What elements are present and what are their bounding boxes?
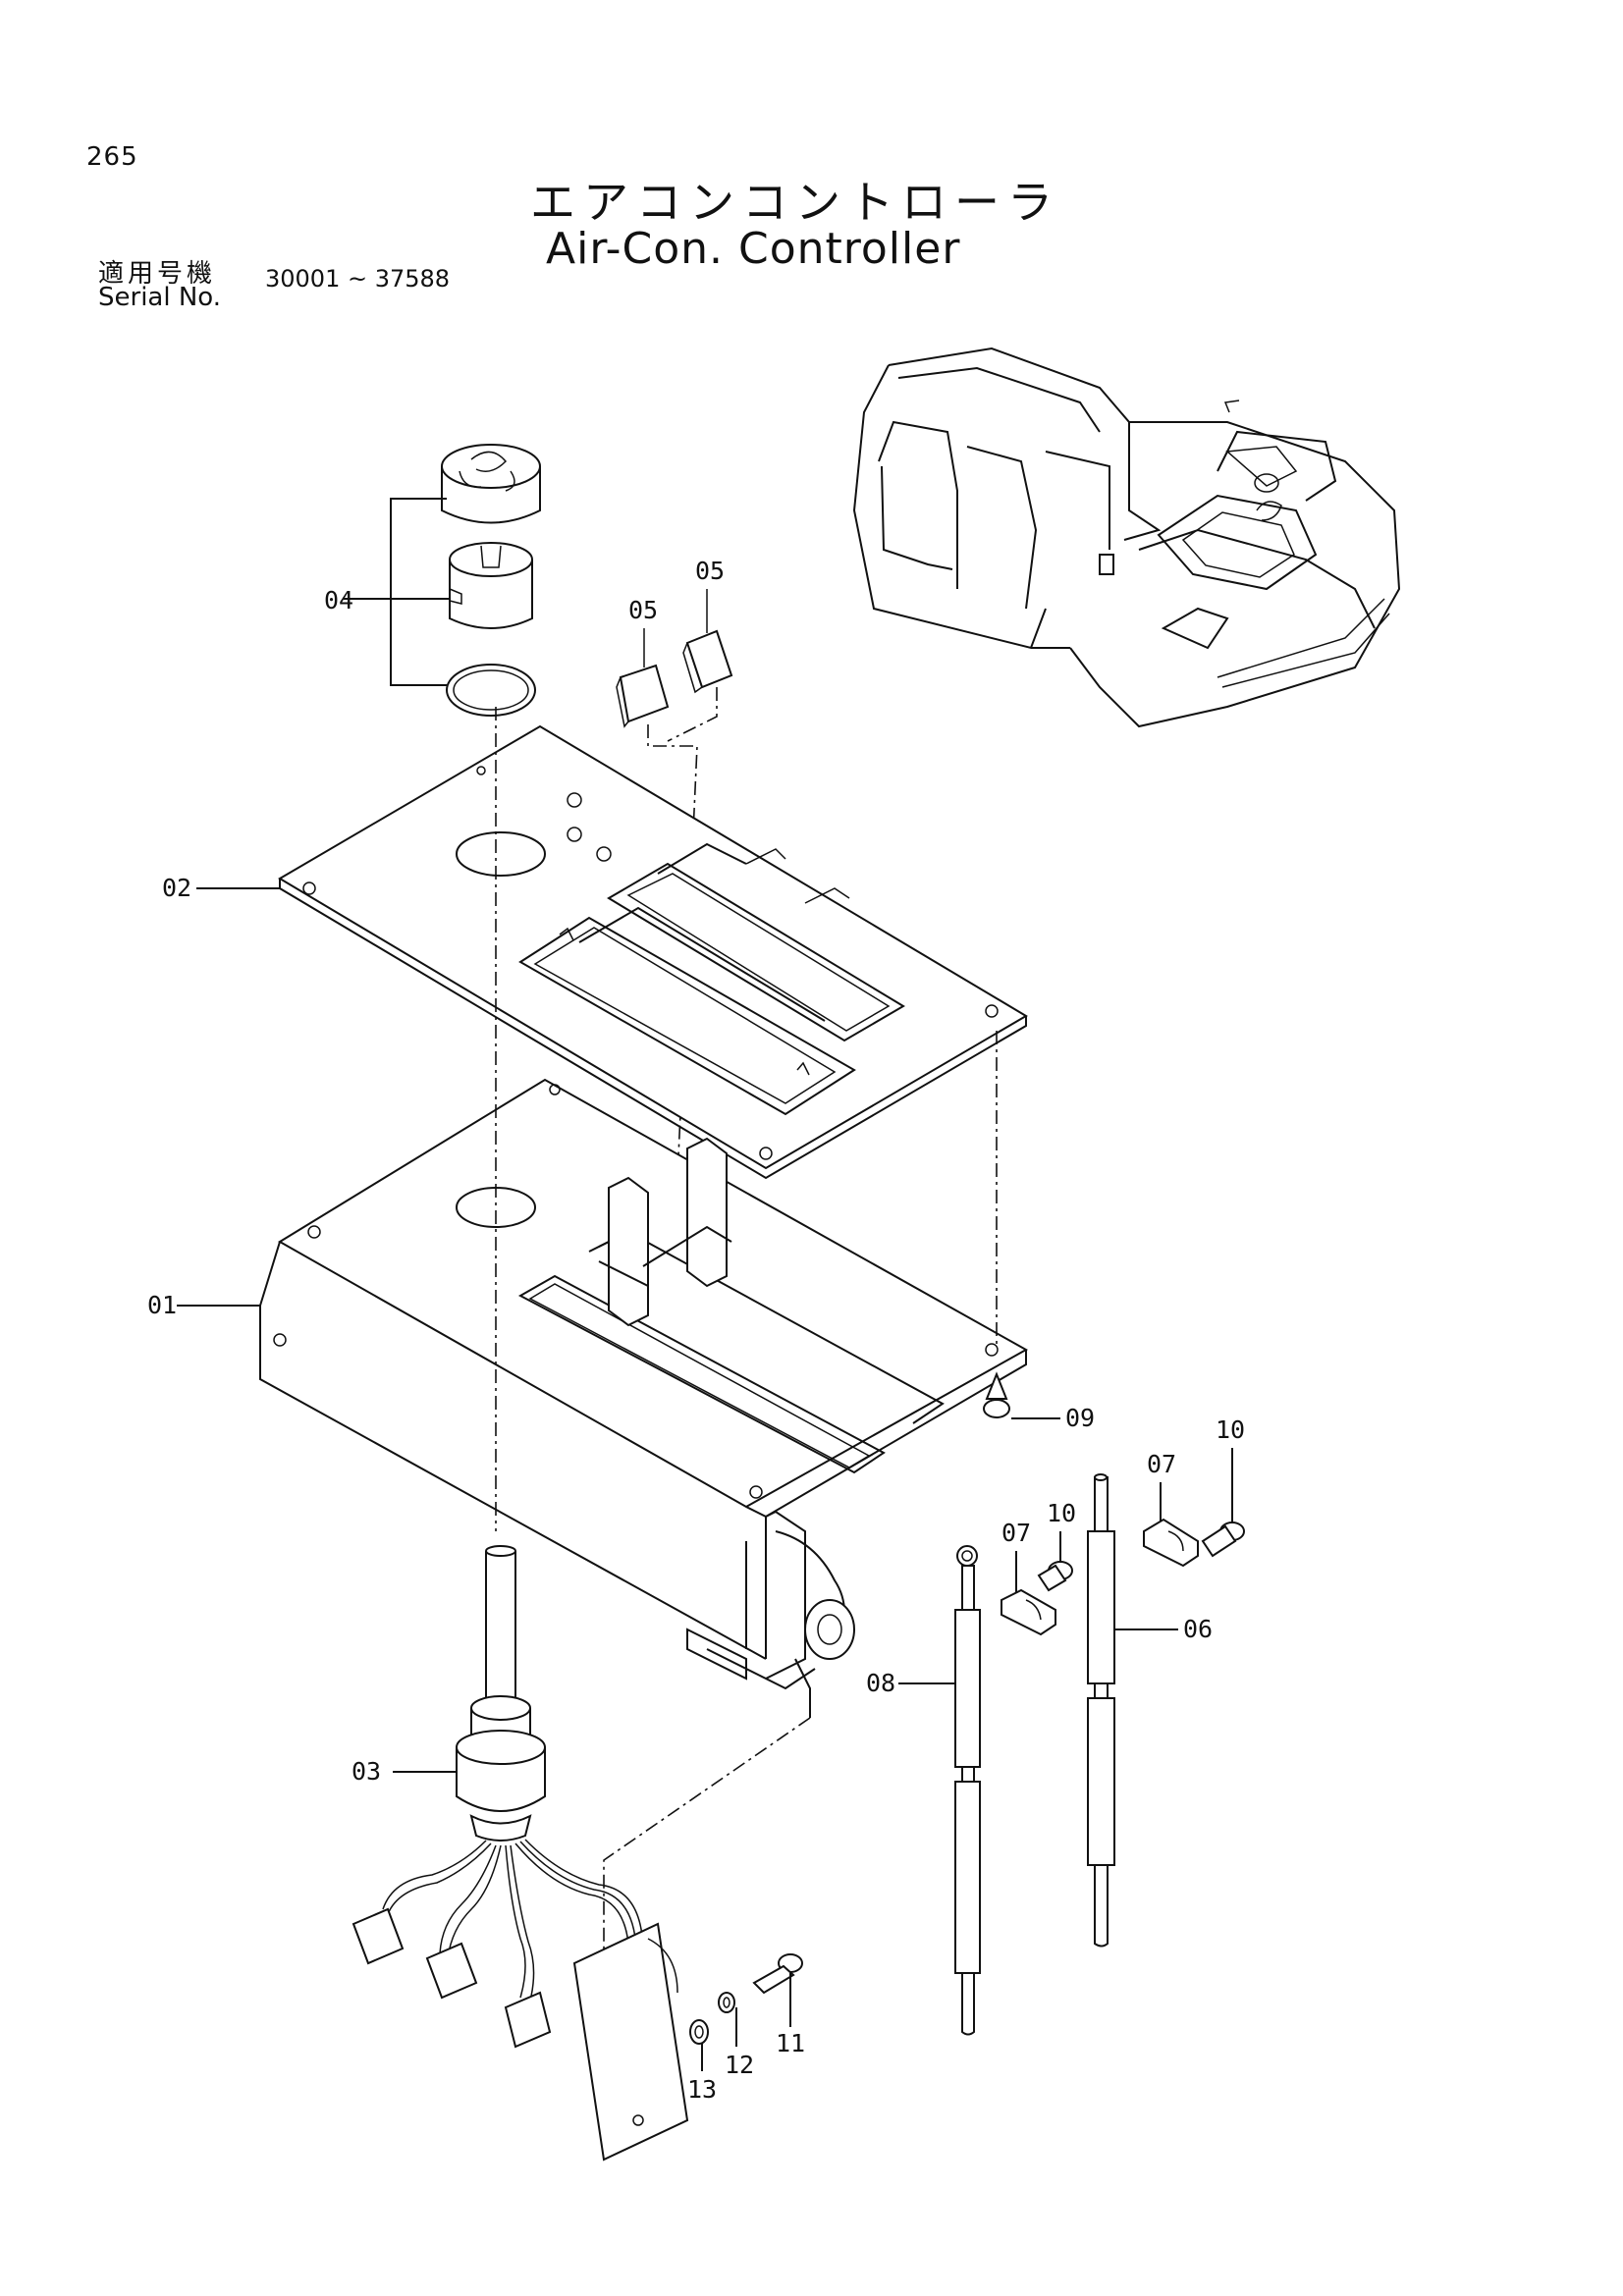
callout-04: 04 [324,586,353,614]
part-02-panel-plate [196,724,1028,1180]
callout-03: 03 [352,1757,381,1786]
part-09-screw [983,1371,1060,1419]
title-japanese: エアコンコントローラ [530,176,1060,229]
part-03-rotary-switch-harness [352,1545,689,2162]
serial-label-japanese: 適用号機 [98,259,217,289]
part-11-screw [752,1953,803,2027]
callout-01: 01 [147,1291,177,1319]
title-english: Air-Con. Controller [546,224,961,274]
part-07-clamp-left [1001,1551,1056,1636]
part-04-knob-assembly [344,444,541,717]
part-12-washer [718,1992,737,2047]
callout-11: 11 [776,2029,805,2057]
callout-08: 08 [866,1669,895,1697]
callout-05-left: 05 [628,596,658,624]
page-number: 265 [86,142,138,172]
callout-12: 12 [725,2051,754,2079]
part-13-washer [689,2019,709,2071]
part-01-base-bracket [177,1078,1029,1718]
assembly-center-lines [495,707,998,2120]
callout-10-right: 10 [1216,1415,1245,1444]
excavator-overview-illustration [852,347,1401,728]
part-10-bolt-left [1037,1531,1073,1592]
callout-10-left: 10 [1047,1499,1076,1527]
part-10-bolt-right [1201,1448,1245,1558]
callout-07-right: 07 [1147,1450,1176,1478]
callout-09: 09 [1065,1404,1095,1432]
callout-13: 13 [687,2075,717,2104]
part-07-clamp-right [1143,1482,1199,1568]
callout-02: 02 [162,874,191,902]
part-08-rod [898,1545,981,2036]
serial-range: 30001 ~ 37588 [265,265,451,293]
callout-07-left: 07 [1001,1519,1031,1547]
part-06-rod [1087,1473,1178,1948]
callout-05-right: 05 [695,557,725,585]
callout-06: 06 [1183,1615,1213,1643]
part-05-slider-knobs [616,589,733,1179]
serial-label-english: Serial No. [98,283,221,312]
